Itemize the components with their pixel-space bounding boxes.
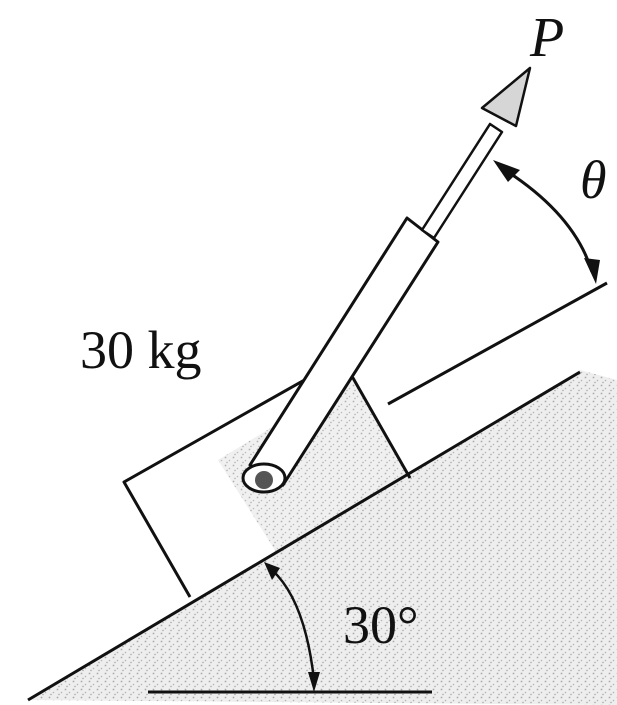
force-arrow-head: [480, 66, 532, 128]
incline-angle-label: 30°: [343, 595, 419, 655]
pin-dot: [255, 471, 273, 489]
theta-label: θ: [580, 150, 607, 210]
theta-reference-line: [387, 281, 608, 406]
ground-shading: [28, 370, 617, 705]
force-label: P: [529, 7, 564, 69]
force-arrow-shaft: [420, 122, 504, 240]
theta-arrowhead-bottom: [584, 258, 600, 284]
incline-arrowhead-bottom: [308, 672, 320, 692]
block-side-shading: [218, 378, 410, 555]
incline-angle-arc: [271, 569, 316, 681]
incline-surface: [27, 370, 581, 702]
theta-angle-arc: [504, 168, 594, 273]
theta-arrowhead-top: [493, 160, 520, 182]
incline-arrowhead-top: [264, 562, 280, 580]
mass-label: 30 kg: [80, 320, 202, 380]
